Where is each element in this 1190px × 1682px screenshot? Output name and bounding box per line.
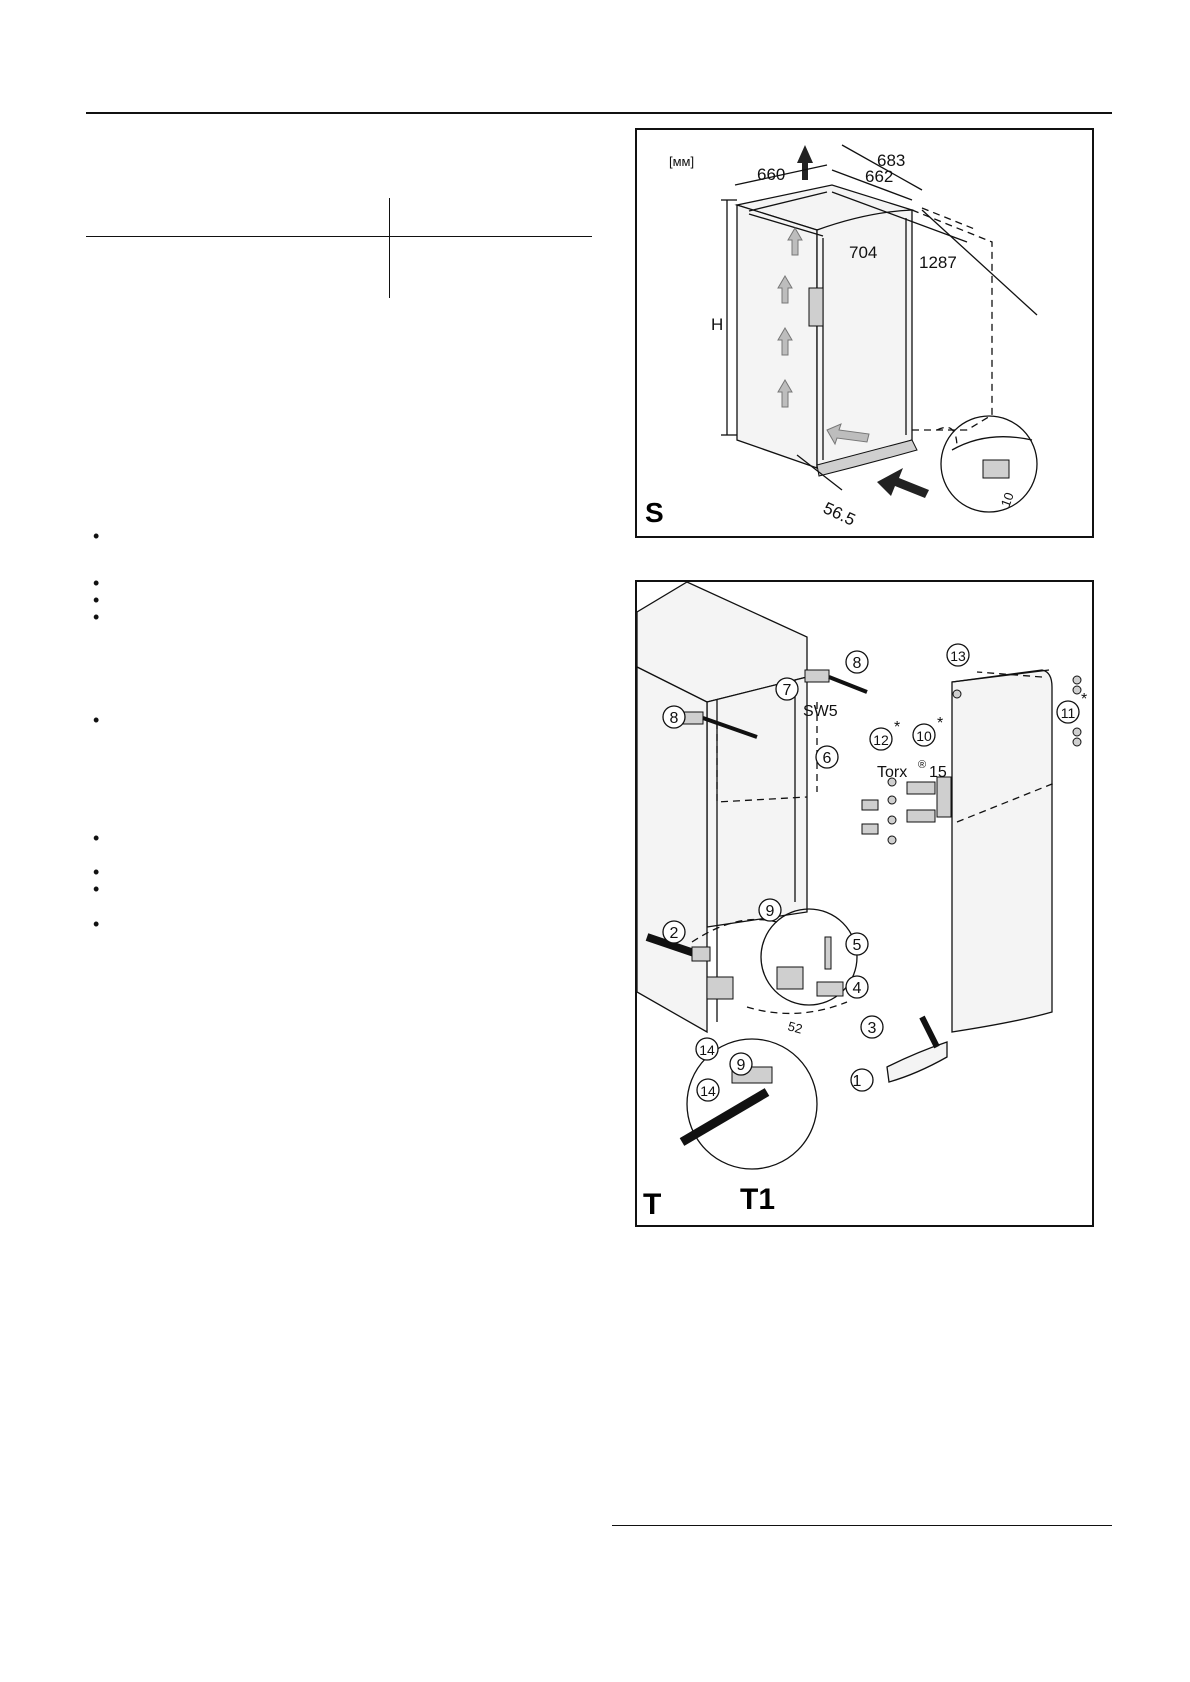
callout-10 (912, 723, 936, 747)
bullet: • (93, 862, 100, 882)
dim-662: 662 (865, 167, 893, 186)
figure-t-door-reversal: 1 2 3 4 5 6 7 8 8 9 9 10 11 12 13 14 14 … (635, 580, 1094, 1227)
callout-7 (775, 677, 799, 701)
callout-4-text: 4 (853, 980, 862, 997)
bullet: • (93, 828, 100, 848)
tool-torx: Torx (877, 764, 907, 781)
callout-4 (845, 975, 869, 999)
callout-8-left (662, 705, 686, 729)
door-panel (951, 669, 1053, 1033)
asterisk-12: * (894, 719, 900, 736)
dim-683: 683 (877, 151, 905, 170)
bullet: • (93, 526, 100, 546)
callout-11-text: 11 (1061, 705, 1076, 721)
hinge-bolt-5 (824, 936, 832, 970)
intake-arrow (877, 468, 929, 498)
handle-screws (861, 675, 1082, 845)
callout-3-text: 3 (868, 1020, 877, 1037)
dim-detail-10: 10 (998, 490, 1017, 509)
asterisk-11: * (1081, 691, 1087, 708)
callout-8-top-text: 8 (853, 655, 862, 672)
figure-s-label: S (645, 497, 664, 528)
callout-5 (845, 932, 869, 956)
asterisk-10: * (937, 715, 943, 732)
hinge-detail-circle (760, 908, 858, 1006)
callout-1-text: 1 (853, 1073, 862, 1090)
figure-s-dimensions: [мм] 660 683 662 704 1287 H 56.5 10 S (635, 128, 1094, 538)
detail-circle-t1 (686, 1038, 818, 1170)
callout-7-text: 7 (783, 682, 792, 699)
callout-9-detail (729, 1052, 753, 1076)
callout-9-detail-text: 9 (737, 1057, 746, 1074)
plinth-cover-1 (886, 1041, 948, 1083)
unit-label: [мм] (669, 154, 694, 169)
callout-2 (662, 920, 686, 944)
bullet: • (93, 573, 100, 593)
tool-sw5: SW5 (803, 703, 838, 720)
door-swing-outline (911, 209, 993, 431)
figure-t-label: T (643, 1188, 661, 1221)
figure-s-drawing: [мм] 660 683 662 704 1287 H 56.5 10 S (645, 144, 1038, 530)
callout-13 (946, 643, 970, 667)
hinge-plate-4 (776, 966, 804, 990)
callout-14-detail-text: 14 (700, 1083, 716, 1099)
torx-registered: ® (918, 759, 926, 771)
callout-3 (860, 1015, 884, 1039)
callout-9-text: 9 (766, 903, 775, 920)
exhaust-arrow (797, 145, 813, 180)
callout-8-top (845, 650, 869, 674)
figure-t1-label: T1 (740, 1183, 775, 1216)
bottom-bracket-14 (706, 976, 734, 1000)
callout-13-text: 13 (950, 648, 966, 664)
table-horizontal-line (86, 236, 592, 237)
dim-1287: 1287 (919, 253, 957, 272)
callout-6-text: 6 (823, 750, 832, 767)
dim-height: H (711, 315, 723, 334)
plinth-clip-2 (691, 946, 711, 962)
callout-14-text: 14 (699, 1042, 715, 1058)
cabinet-side (736, 204, 818, 469)
bullet: • (93, 590, 100, 610)
bullet: • (93, 879, 100, 899)
hinge-pin-4 (816, 981, 844, 997)
dim-56-5: 56.5 (820, 498, 858, 529)
callout-10-text: 10 (916, 728, 932, 744)
footer-rule (612, 1525, 1112, 1526)
callout-2-text: 2 (670, 925, 679, 942)
callout-8-left-text: 8 (670, 710, 679, 727)
callout-14-detail (696, 1078, 720, 1102)
bullet: • (93, 607, 100, 627)
callout-12 (869, 727, 893, 751)
detail-foot (982, 459, 1010, 479)
bullet: • (93, 710, 100, 730)
door-handle (936, 776, 952, 818)
callout-5-text: 5 (853, 937, 862, 954)
callout-14 (695, 1037, 719, 1061)
cabinet-plinth (816, 439, 918, 477)
dim-704: 704 (849, 243, 877, 262)
dim-660: 660 (757, 165, 785, 184)
torx-size: 15 (929, 764, 947, 781)
callout-11 (1056, 700, 1080, 724)
dim-52: 52 (786, 1018, 804, 1036)
callout-1 (850, 1068, 874, 1092)
callout-6 (815, 745, 839, 769)
top-hinge-8 (804, 669, 830, 683)
bullet: • (93, 914, 100, 934)
callout-12-text: 12 (873, 732, 889, 748)
header-rule (86, 112, 1112, 114)
table-vertical-line (389, 198, 390, 298)
figure-t-drawing: 1 2 3 4 5 6 7 8 8 9 9 10 11 12 13 14 14 … (637, 582, 1087, 1221)
callout-9 (758, 898, 782, 922)
airflow-arrows (777, 227, 870, 446)
door-handle (808, 287, 824, 327)
detail-circle (940, 415, 1038, 513)
